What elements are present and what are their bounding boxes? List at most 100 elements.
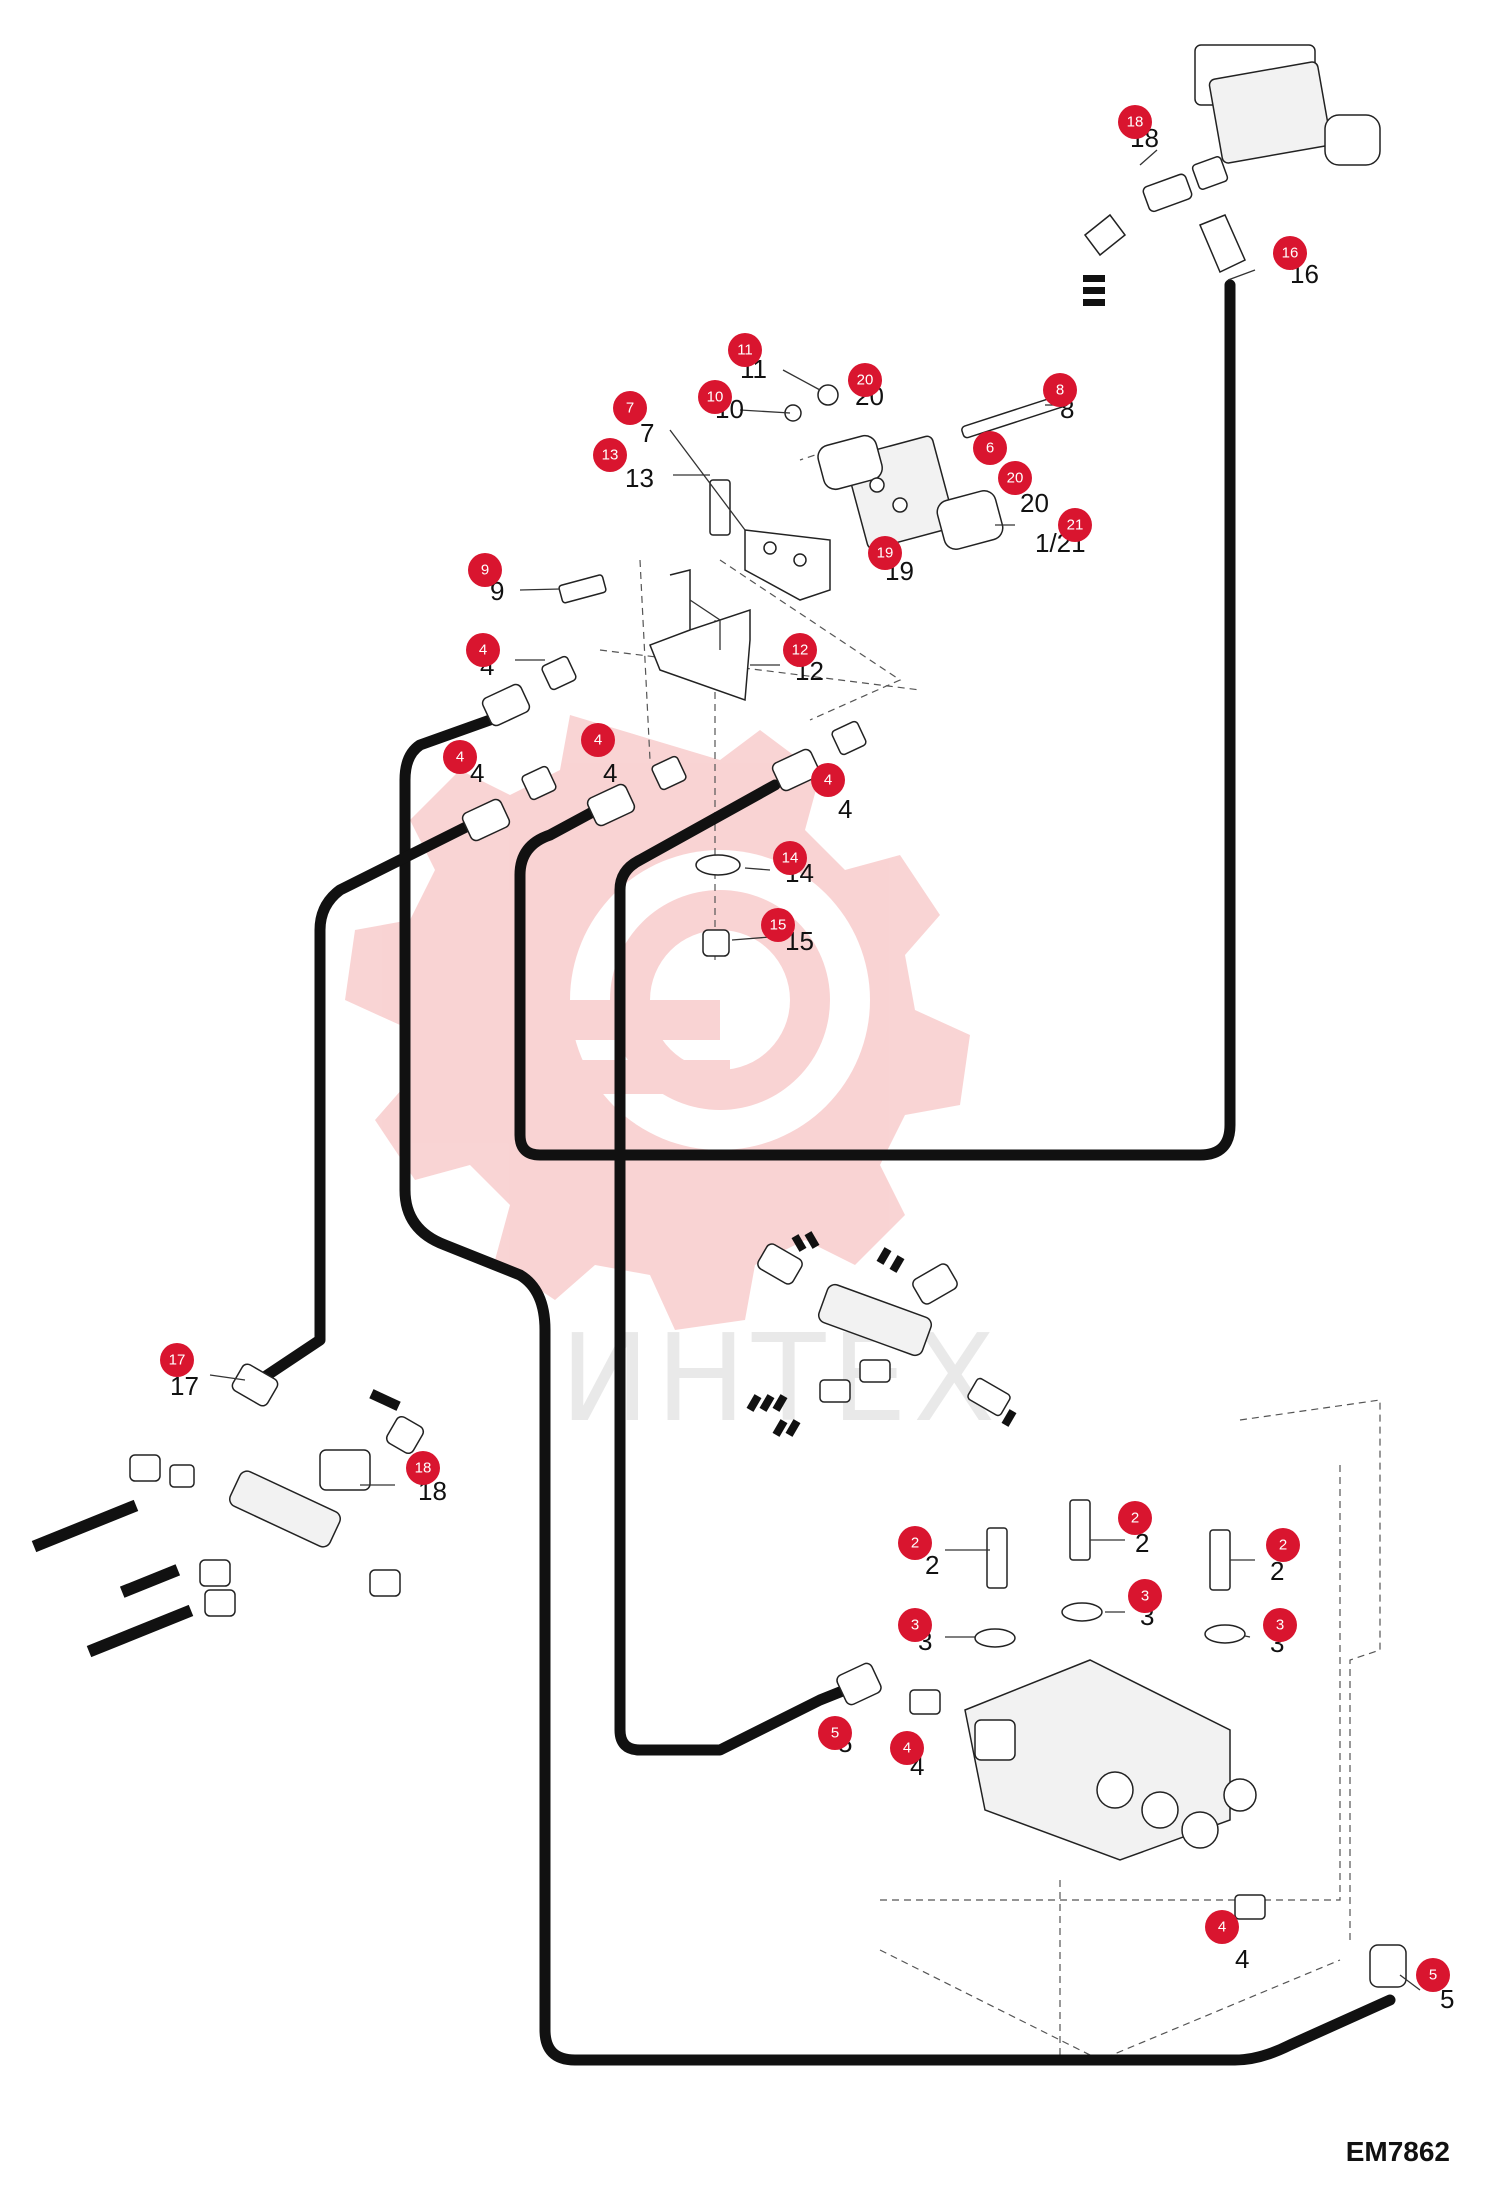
callout-number-c13: 13 <box>625 463 654 493</box>
badge-label: 2 <box>911 1535 919 1552</box>
hose-to-valve <box>614 779 851 1756</box>
callout-badge-c20a[interactable]: 20 <box>848 363 882 397</box>
badge-label: 16 <box>1282 245 1299 262</box>
badge-circle <box>898 1608 932 1642</box>
callout-badge-c10[interactable]: 10 <box>698 380 732 414</box>
fasteners <box>558 384 839 957</box>
badge-label: 2 <box>1279 1537 1287 1554</box>
badge-label: 4 <box>594 732 602 749</box>
badge-circle <box>773 841 807 875</box>
callout-badge-c13[interactable]: 13 <box>593 438 627 472</box>
hydraulic-hoses <box>254 279 1396 2066</box>
badge-label: 8 <box>1056 382 1064 399</box>
badge-circle <box>698 380 732 414</box>
callout-badge-c2c[interactable]: 2 <box>1266 1528 1300 1562</box>
middle-manifold <box>746 1231 1017 1437</box>
nut-11 <box>817 384 839 406</box>
badge-label: 12 <box>792 642 809 659</box>
hose-17 <box>254 819 476 1386</box>
badge-circle <box>898 1526 932 1560</box>
hose-end-fitting <box>771 748 821 792</box>
callout-badge-c19[interactable]: 19 <box>868 536 902 570</box>
badge-circle <box>1273 236 1307 270</box>
badge-circle <box>466 633 500 667</box>
callout-badge-c20b[interactable]: 20 <box>998 461 1032 495</box>
badge-circle <box>811 763 845 797</box>
badge-circle <box>581 723 615 757</box>
callout-badge-c11[interactable]: 11 <box>728 333 762 367</box>
badge-label: 9 <box>481 562 489 579</box>
hose-end-markers <box>31 1389 401 1658</box>
badge-label: 4 <box>1218 1919 1226 1936</box>
callout-badge-c15[interactable]: 15 <box>761 908 795 942</box>
badge-label: 20 <box>1007 470 1024 487</box>
left-manifold <box>31 1363 425 1658</box>
badge-circle <box>1263 1608 1297 1642</box>
washer-14 <box>695 854 741 876</box>
callout-badge-c4g[interactable]: 4 <box>1205 1910 1239 1944</box>
badge-circle <box>890 1731 924 1765</box>
callout-badge-c7[interactable]: 7 <box>613 391 647 425</box>
badge-label: 5 <box>1429 1967 1437 1984</box>
hose-main-left <box>399 714 1396 2066</box>
badge-label: 5 <box>831 1725 839 1742</box>
callout-badge-c9[interactable]: 9 <box>468 553 502 587</box>
callout-badge-c4e[interactable]: 4 <box>811 763 845 797</box>
badge-label: 19 <box>877 545 894 562</box>
callout-badge-c4c[interactable]: 4 <box>443 740 477 774</box>
callout-badge-c17[interactable]: 17 <box>160 1343 194 1377</box>
badge-circle <box>1058 508 1092 542</box>
callout-badge-c14[interactable]: 14 <box>773 841 807 875</box>
callout-badge-c1_21[interactable]: 21 <box>1058 508 1092 542</box>
badge-label: 2 <box>1131 1510 1139 1527</box>
badge-label: 15 <box>770 917 787 934</box>
callout-badge-c3c[interactable]: 3 <box>1263 1608 1297 1642</box>
callout-badge-c2a[interactable]: 2 <box>898 1526 932 1560</box>
badge-label: 20 <box>857 372 874 389</box>
mounting-bracket <box>649 569 751 702</box>
badge-circle <box>1118 105 1152 139</box>
hose-end-fitting <box>481 683 531 727</box>
badge-circle <box>406 1451 440 1485</box>
top-right-valve <box>1083 44 1381 306</box>
badge-label: 4 <box>479 642 487 659</box>
callout-number-c20b: 20 <box>1020 488 1049 518</box>
callout-badge-c8[interactable]: 8 <box>1043 373 1077 407</box>
callout-badge-c4b[interactable]: 4 <box>581 723 615 757</box>
bolt-13 <box>709 479 731 536</box>
callout-badge-c16[interactable]: 16 <box>1273 236 1307 270</box>
callout-badge-c18a[interactable]: 18 <box>1118 105 1152 139</box>
badge-circle <box>728 333 762 367</box>
callout-badge-c12[interactable]: 12 <box>783 633 817 667</box>
badge-label: 18 <box>1127 114 1144 131</box>
badge-circle <box>848 363 882 397</box>
watermark-gear-logo <box>345 715 970 1330</box>
badge-circle <box>818 1716 852 1750</box>
badge-label: 3 <box>1141 1588 1149 1605</box>
callout-badge-c4a[interactable]: 4 <box>466 633 500 667</box>
callout-badge-c5b[interactable]: 5 <box>1416 1958 1450 1992</box>
callout-badge-c2b[interactable]: 2 <box>1118 1501 1152 1535</box>
badge-label: 7 <box>626 400 634 417</box>
callout-badge-c6[interactable]: 6 <box>973 431 1007 465</box>
callout-badge-c3a[interactable]: 3 <box>898 1608 932 1642</box>
bolt-9 <box>558 574 607 604</box>
adapter-fitting <box>651 755 687 791</box>
nut-15 <box>702 929 730 957</box>
callout-badge-c5a[interactable]: 5 <box>818 1716 852 1750</box>
callout-number-c2a: 2 <box>925 1550 939 1580</box>
badge-circle <box>593 438 627 472</box>
badge-circle <box>998 461 1032 495</box>
badge-circle <box>160 1343 194 1377</box>
drawing-code-label: EM7862 <box>1345 2136 1450 2167</box>
callout-number-c5b: 5 <box>1440 1984 1454 2014</box>
adapter-fitting <box>521 765 557 801</box>
callout-badge-c18b[interactable]: 18 <box>406 1451 440 1485</box>
badge-circle <box>1118 1501 1152 1535</box>
callout-badge-c3b[interactable]: 3 <box>1128 1579 1162 1613</box>
control-valve <box>836 1499 1407 1988</box>
callout-number-c4e: 4 <box>838 794 852 824</box>
adapter-fitting <box>541 655 577 691</box>
callout-badge-c4f[interactable]: 4 <box>890 1731 924 1765</box>
